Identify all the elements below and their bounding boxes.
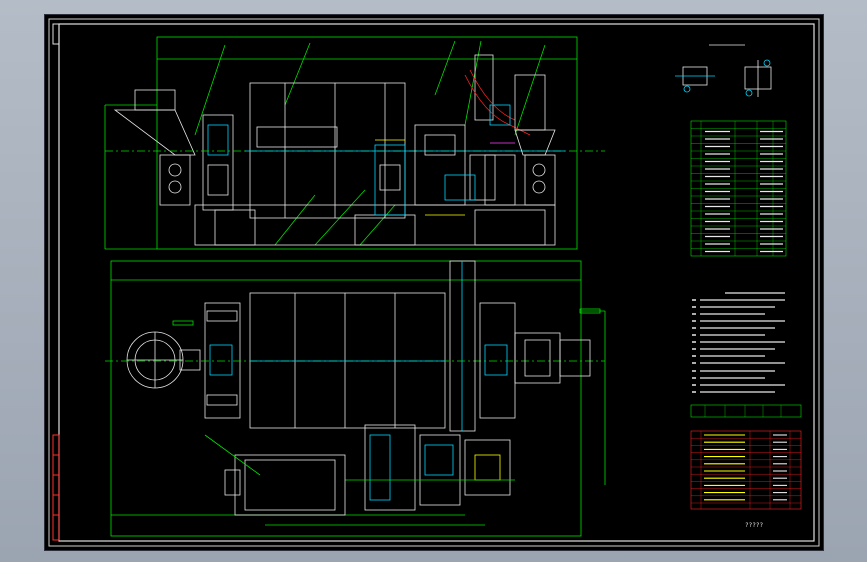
side-elevation-view — [104, 36, 605, 250]
detail-sketch — [675, 44, 772, 97]
plan-view — [105, 260, 606, 537]
left-strip — [52, 23, 60, 541]
technical-notes — [692, 292, 785, 393]
drawing-canvas[interactable]: ????? — [44, 14, 824, 551]
parts-table — [690, 120, 787, 257]
outer-frame — [48, 18, 820, 547]
revision-table — [690, 404, 802, 510]
inner-frame — [58, 23, 815, 542]
drawing-svg: ????? — [48, 18, 820, 547]
title-block-text: ????? — [745, 522, 763, 529]
